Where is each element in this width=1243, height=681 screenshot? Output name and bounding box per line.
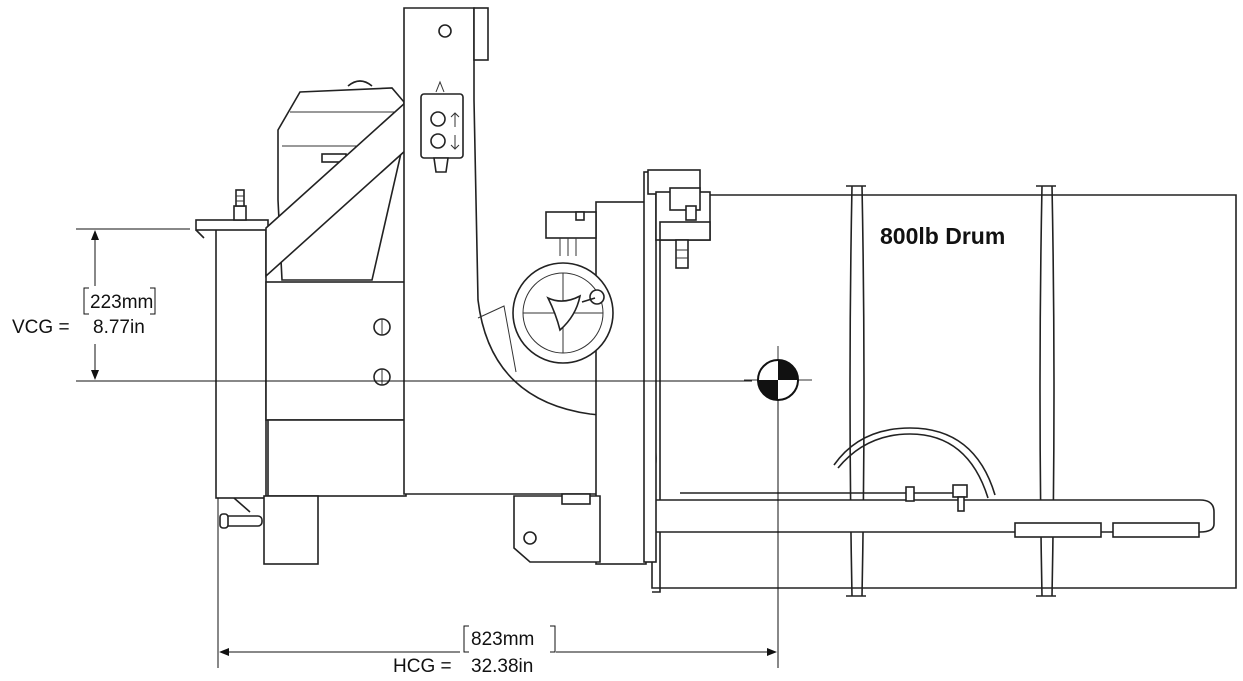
left-post — [195, 189, 269, 529]
hcg-imperial: 32.38in — [471, 656, 533, 677]
vcg-label: VCG = — [12, 317, 70, 338]
drum — [651, 185, 1237, 597]
fork-arm — [647, 484, 1215, 538]
up-down-arrow-icon — [450, 112, 460, 150]
hcg-label: HCG = — [393, 656, 452, 677]
hcg-metric: 823mm — [471, 629, 534, 650]
vcg-dimension: 223mm VCG = 8.77in — [12, 228, 752, 382]
drum-clamp — [647, 169, 711, 269]
carriage — [513, 171, 657, 565]
center-of-gravity-icon — [744, 346, 812, 414]
vcg-metric: 223mm — [90, 292, 153, 313]
hydraulic-hose — [833, 427, 996, 499]
hcg-dimension: 823mm HCG = 32.38in — [217, 400, 779, 677]
body-panel — [263, 100, 407, 565]
vcg-imperial: 8.77in — [93, 317, 145, 338]
handwheel — [512, 262, 614, 364]
control-box — [420, 93, 464, 159]
drum-label: 800lb Drum — [880, 223, 1005, 249]
